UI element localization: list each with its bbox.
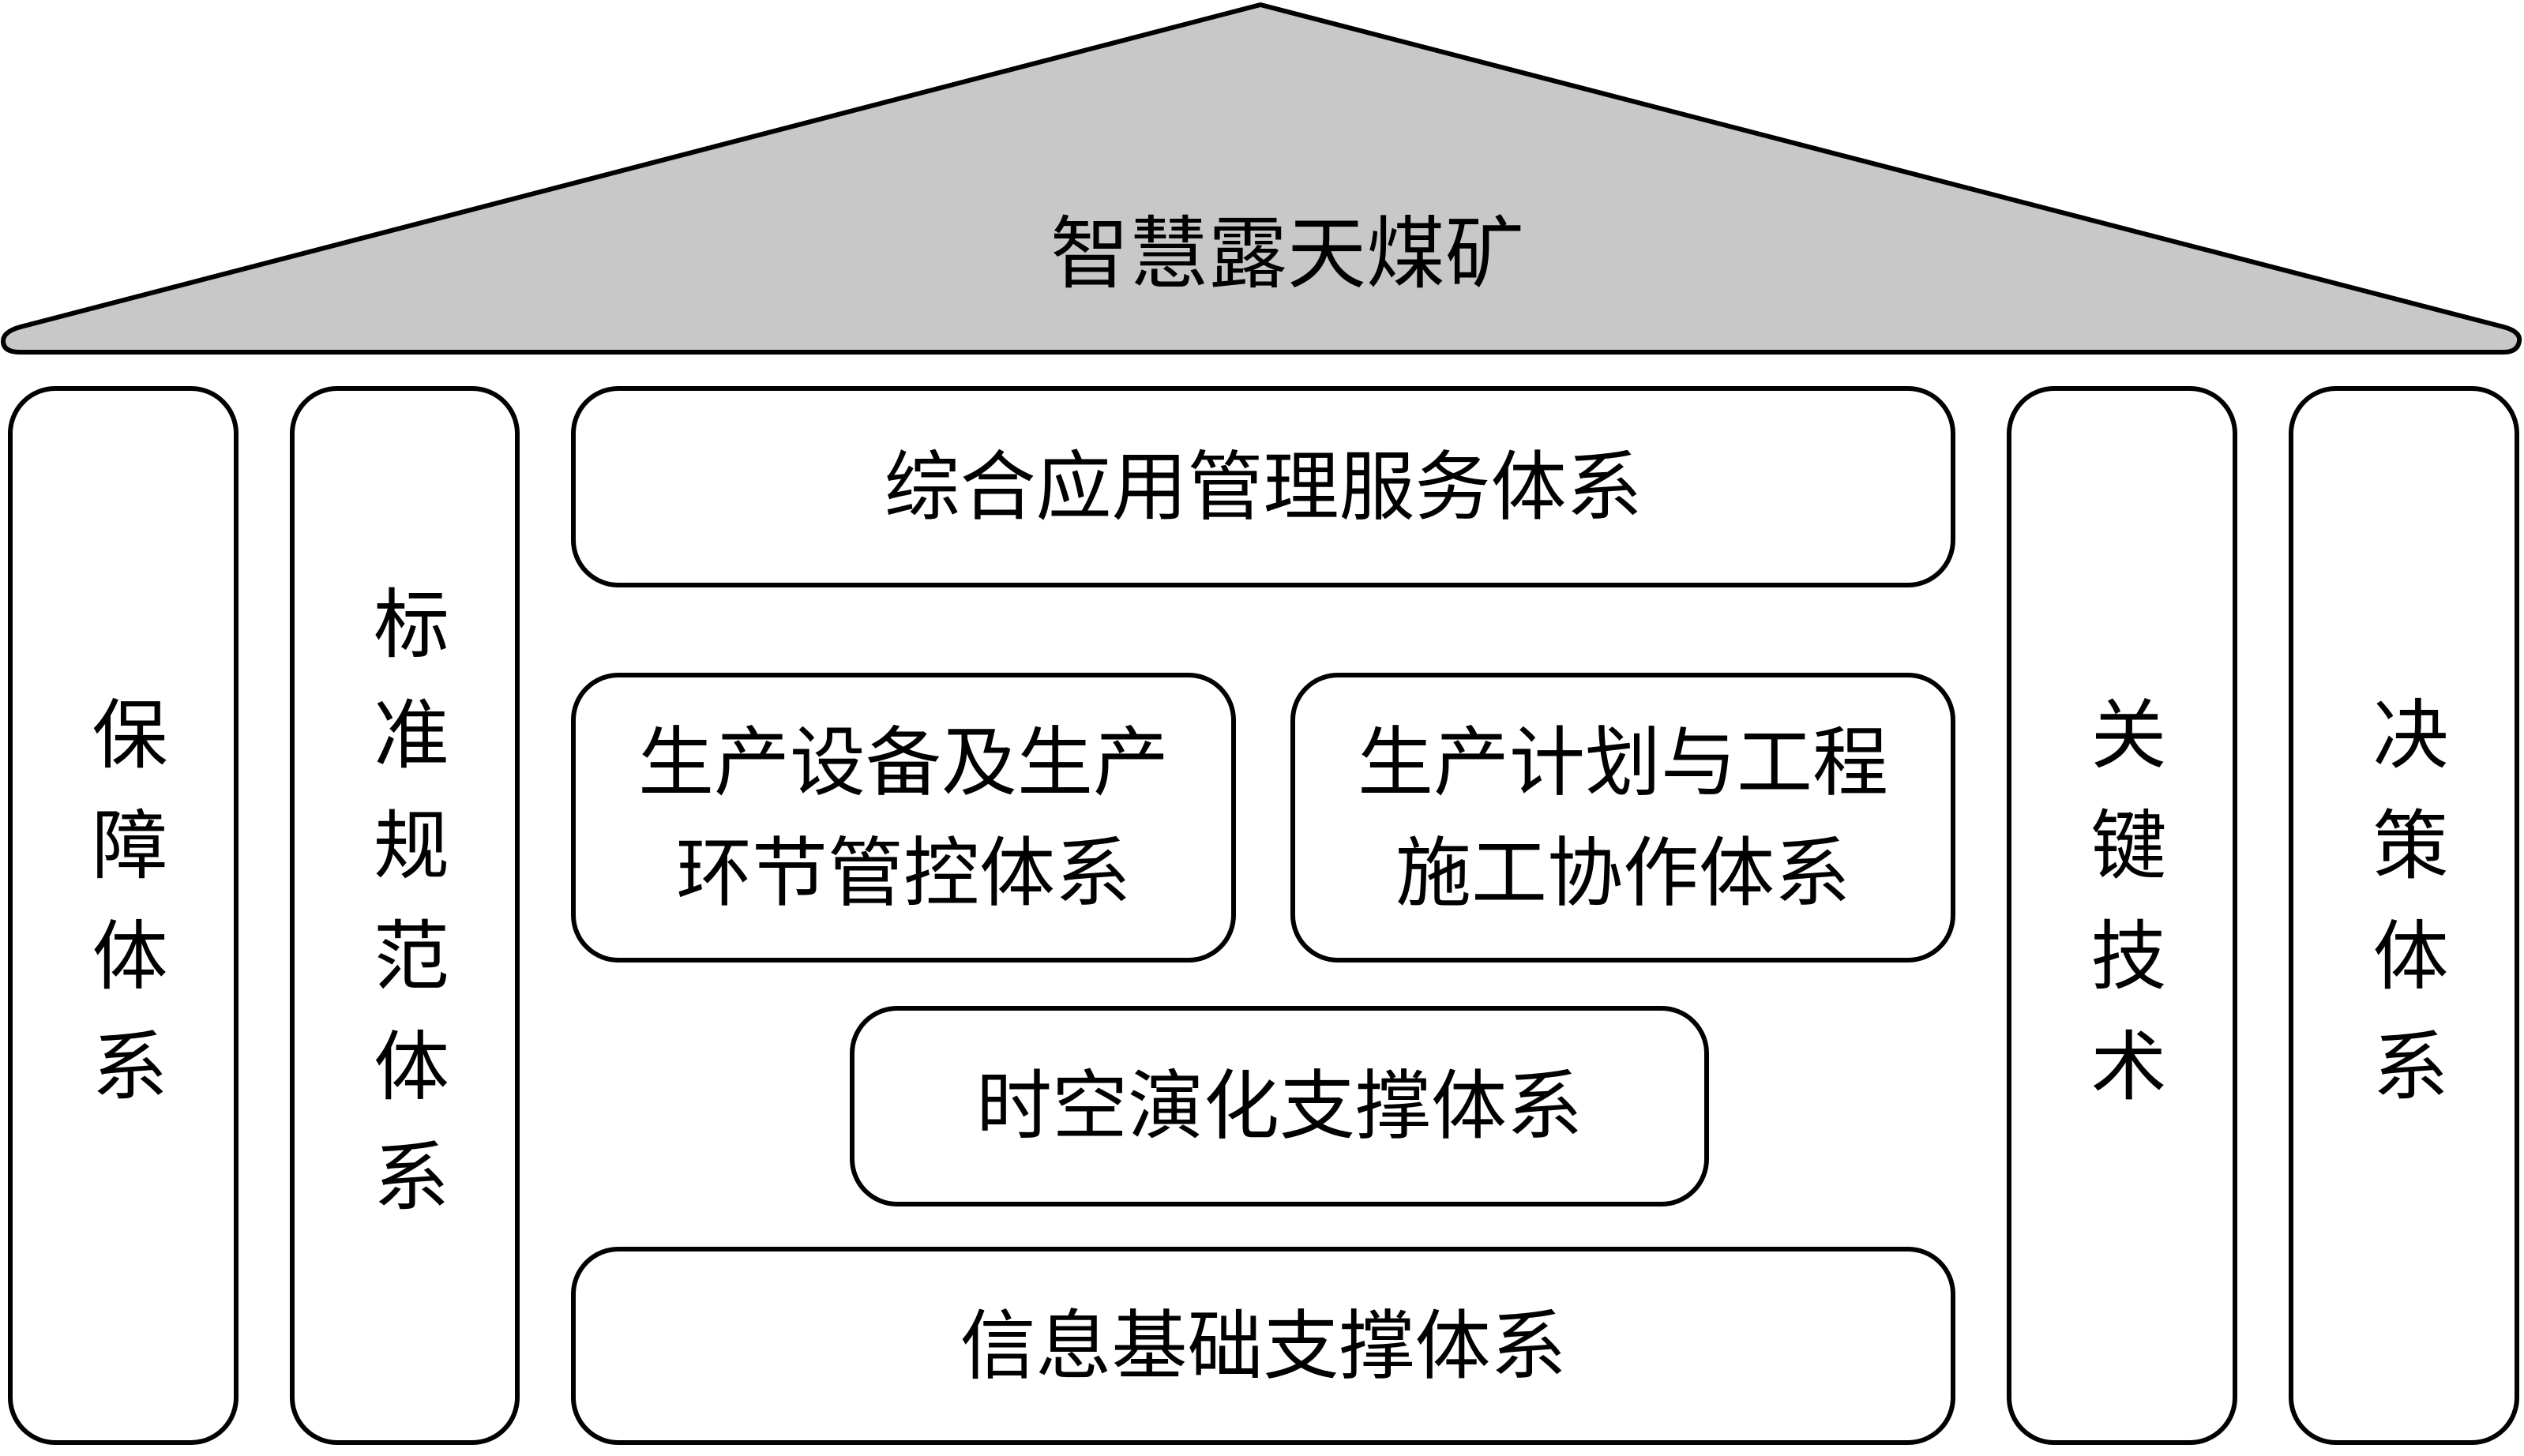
pillar-label: 标准规范体系 <box>360 584 449 1248</box>
box-planning-collaboration: 生产计划与工程 施工协作体系 <box>1290 673 1955 963</box>
box-label-line2: 环节管控体系 <box>676 828 1131 918</box>
pillar-key-technology: 关键技术 <box>2007 386 2237 1445</box>
pillar-guarantee-system: 保障体系 <box>8 386 239 1445</box>
pillar-label: 决策体系 <box>2360 694 2448 1137</box>
pillar-label: 保障体系 <box>79 694 167 1137</box>
box-label: 信息基础支撑体系 <box>960 1301 1567 1390</box>
box-label-line1: 生产设备及生产 <box>638 718 1169 807</box>
pillar-label: 关键技术 <box>2078 694 2166 1137</box>
pillar-decision-system: 决策体系 <box>2289 386 2519 1445</box>
box-label-line2: 施工协作体系 <box>1395 828 1850 918</box>
box-spatiotemporal: 时空演化支撑体系 <box>850 1006 1709 1206</box>
box-application-management: 综合应用管理服务体系 <box>571 386 1955 587</box>
pillar-standards-system: 标准规范体系 <box>290 386 520 1445</box>
roof-title: 智慧露天煤矿 <box>1050 208 1524 300</box>
box-label: 时空演化支撑体系 <box>976 1062 1583 1150</box>
roof <box>1 2 2522 355</box>
roof-shape <box>1 2 2522 355</box>
box-label: 综合应用管理服务体系 <box>884 442 1643 531</box>
box-equipment-control: 生产设备及生产 环节管控体系 <box>571 673 1236 963</box>
box-label-line1: 生产计划与工程 <box>1358 718 1888 807</box>
box-information-infrastructure: 信息基础支撑体系 <box>571 1247 1955 1445</box>
